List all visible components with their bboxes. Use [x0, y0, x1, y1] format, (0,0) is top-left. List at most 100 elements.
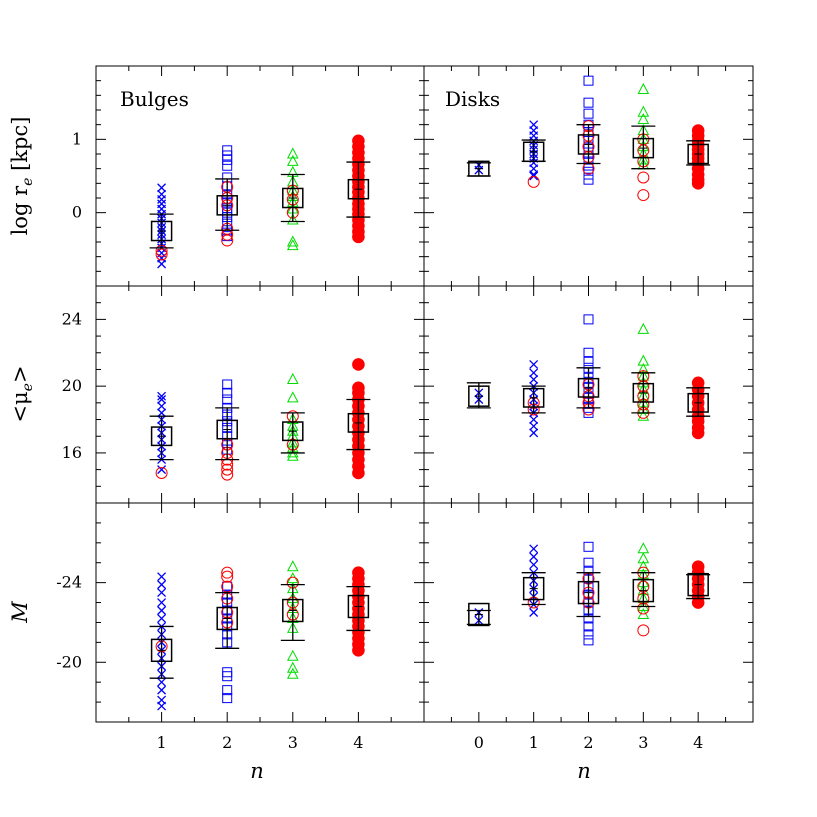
panel-bulges-mu-n1-point-11-b	[157, 391, 167, 401]
panel-disks-mu-n3-mean-box	[632, 382, 655, 403]
panel-disks-mu-n1-mean-box	[522, 387, 545, 408]
panel-bulges-M-n4-point-13	[352, 644, 365, 657]
panel-disks-mu-n0-mean-box	[468, 385, 490, 407]
panel-disks-mu-n1-point-10	[529, 359, 539, 369]
panel-bulges-re-n2-point-0	[222, 145, 233, 156]
panel-bulges-mu-n3-point-9	[286, 372, 299, 384]
panel-disks-M-n2-point-9	[583, 621, 594, 632]
panel-bulges-M-n1-point-2-b	[157, 588, 167, 598]
panel-bulges-M-n1-point-14-b	[157, 685, 167, 695]
x-tick-label-disks-2: 2	[583, 733, 593, 752]
panel-bulges-re-n1-point-16-b	[157, 259, 167, 269]
panel-disks-M-n3-mean-box	[632, 578, 655, 603]
panel-bulges-re-n3-point-0	[286, 147, 299, 159]
panel-bulges-re-n4-mean-box	[347, 178, 370, 200]
panel-bulges-mu-n1-point-9	[157, 401, 167, 411]
panel-bulges-re-n3-point-9	[286, 235, 299, 247]
panel-disks-re-n2-point-12	[583, 174, 594, 185]
panel-bulges-re-n2-mean-box	[216, 195, 238, 216]
panel-disks-mu-n4-point-8	[691, 376, 705, 390]
panel-bulges-M-n3-mean-box	[282, 598, 304, 623]
panel-bulges-mu-n4-mean-box	[347, 412, 370, 433]
y-axis-label-mu-close: >	[8, 365, 32, 383]
x-tick-label-bulges-3: 4	[353, 733, 363, 752]
x-tick-label-bulges-2: 3	[288, 733, 298, 752]
panel-bulges-M-n1-mean-box	[150, 638, 173, 663]
y-axis-label-re-sub: e	[20, 178, 36, 186]
panel-disks-mu-n1-point-8-b	[529, 375, 539, 384]
panel-bulges-mu-n1-point-0	[157, 465, 167, 475]
y-axis-label-re-unit: [kpc]	[8, 117, 32, 178]
panel-bulges-mu-n2-overlay-1	[221, 463, 234, 476]
panel-disks-mu-n3-point-0	[637, 409, 650, 421]
panel-bulges-M-n3-point-7	[286, 649, 299, 661]
y-tick-label-M-0: -24	[56, 573, 82, 592]
panel-disks-re-n4-point-11	[691, 177, 705, 190]
panel-frames	[95, 65, 754, 723]
panel-bulges-re-n4-point-17	[352, 230, 365, 244]
panel-disks-re-n2-mean-box	[577, 134, 600, 155]
panel-bulges-M-n2-mean-box	[216, 606, 238, 631]
panel-bulges-mu-n1-point-10	[157, 395, 167, 404]
panel-disks-re-n3-point-0	[637, 82, 650, 94]
panel-disks-M-n1-point-8-b	[529, 608, 539, 617]
panel-disks-mu-n2-point-12	[583, 314, 594, 325]
panel-disks-re-n1-mean-box	[522, 141, 545, 163]
panel-disks-mu-n1-point-9-b	[529, 368, 539, 378]
panel-disks-M-n1-point-1-b	[529, 552, 539, 562]
panel-bulges-mu-n1-overlay-0	[155, 466, 168, 479]
y-axis-label-re-main: log r	[8, 185, 32, 235]
panel-bulges-M-n2-point-10	[222, 685, 233, 696]
panel-bulges-re-n2-point-3	[222, 160, 233, 171]
panel-bulges-M-n1-point-16	[157, 701, 167, 711]
y-axis-label-mu-sub: e	[20, 383, 36, 391]
panel-disks-M-n2-mean-box	[577, 580, 600, 605]
panel-bulges-M-n4-mean-box	[347, 594, 370, 619]
panel-disks-mu-n1-point-10-b	[529, 359, 539, 369]
y-axis-label-m-text: M	[8, 601, 32, 624]
panel-bulges-M-n1-point-3-b	[157, 598, 167, 608]
panel-disks-M-n1-point-8	[529, 608, 539, 617]
panel-bulges-mu-n1-point-0-b	[157, 465, 167, 475]
panel-bulges-M-n1-point-16-b	[157, 701, 167, 711]
panel-bulges-mu-n4-point-13	[352, 381, 365, 395]
panel-disks-re-n3-overlay-3	[637, 171, 650, 184]
x-tick-label-disks-1: 1	[529, 733, 539, 752]
panel-bulges-mu-n1-point-8-b	[157, 408, 167, 418]
panel-label-disks: Disks	[445, 87, 500, 111]
panel-disks-re-n3-point-1	[637, 105, 650, 117]
panel-bulges-M-n1-point-14	[157, 685, 167, 695]
panel-bulges-mu-n1-point-9-b	[157, 401, 167, 411]
panel-disks-mu-n2-point-11	[583, 347, 594, 358]
panel-disks-re-n3-mean-box	[632, 137, 655, 159]
panel-disks-mu-n1-point-9	[529, 368, 539, 378]
panel-bulges-mu-n1-point-11	[157, 391, 167, 401]
x-tick-label-disks-0: 0	[474, 733, 484, 752]
panel-disks-M-n0-mean-box	[468, 602, 490, 627]
y-tick-label-mu-1: 20	[62, 376, 82, 395]
panel-disks-re-n2-point-11	[583, 169, 594, 180]
panel-bulges-mu-n1-point-10-b	[157, 395, 167, 404]
panel-bulges-mu-n2-mean-box	[216, 419, 238, 440]
panel-bulges-mu-n4-point-14	[352, 358, 365, 371]
panel-bulges-M-n1-point-0-b	[157, 572, 167, 582]
panel-disks-mu-n3-point-9	[637, 322, 650, 334]
panel-disks-mu-n3-point-8	[637, 354, 650, 366]
y-axis-label-m: M	[8, 601, 32, 624]
panel-disks-mu-n1-point-2-b	[529, 415, 539, 424]
panel-bulges-mu-n3-point-8	[286, 391, 299, 403]
panel-disks-M-n1-point-2	[529, 560, 539, 570]
panel-disks-M-n3-point-2	[637, 560, 650, 572]
panel-disks-mu-n4-mean-box	[687, 392, 709, 413]
x-axis-label-disks: n	[577, 759, 591, 783]
y-tick-label-re-1: 0	[72, 203, 82, 222]
panel-disks-re-n2-point-0	[583, 75, 594, 86]
y-axis-label-mu-open: <μ	[8, 391, 32, 422]
panel-disks-mu-n2-mean-box	[577, 377, 600, 398]
panel-disks-mu-n1-point-1	[529, 421, 539, 431]
panel-disks-mu-n1-point-0	[529, 428, 539, 438]
panel-bulges-M-n2-overlay-1	[221, 570, 234, 583]
panel-disks-M-n4-mean-box	[687, 572, 709, 597]
